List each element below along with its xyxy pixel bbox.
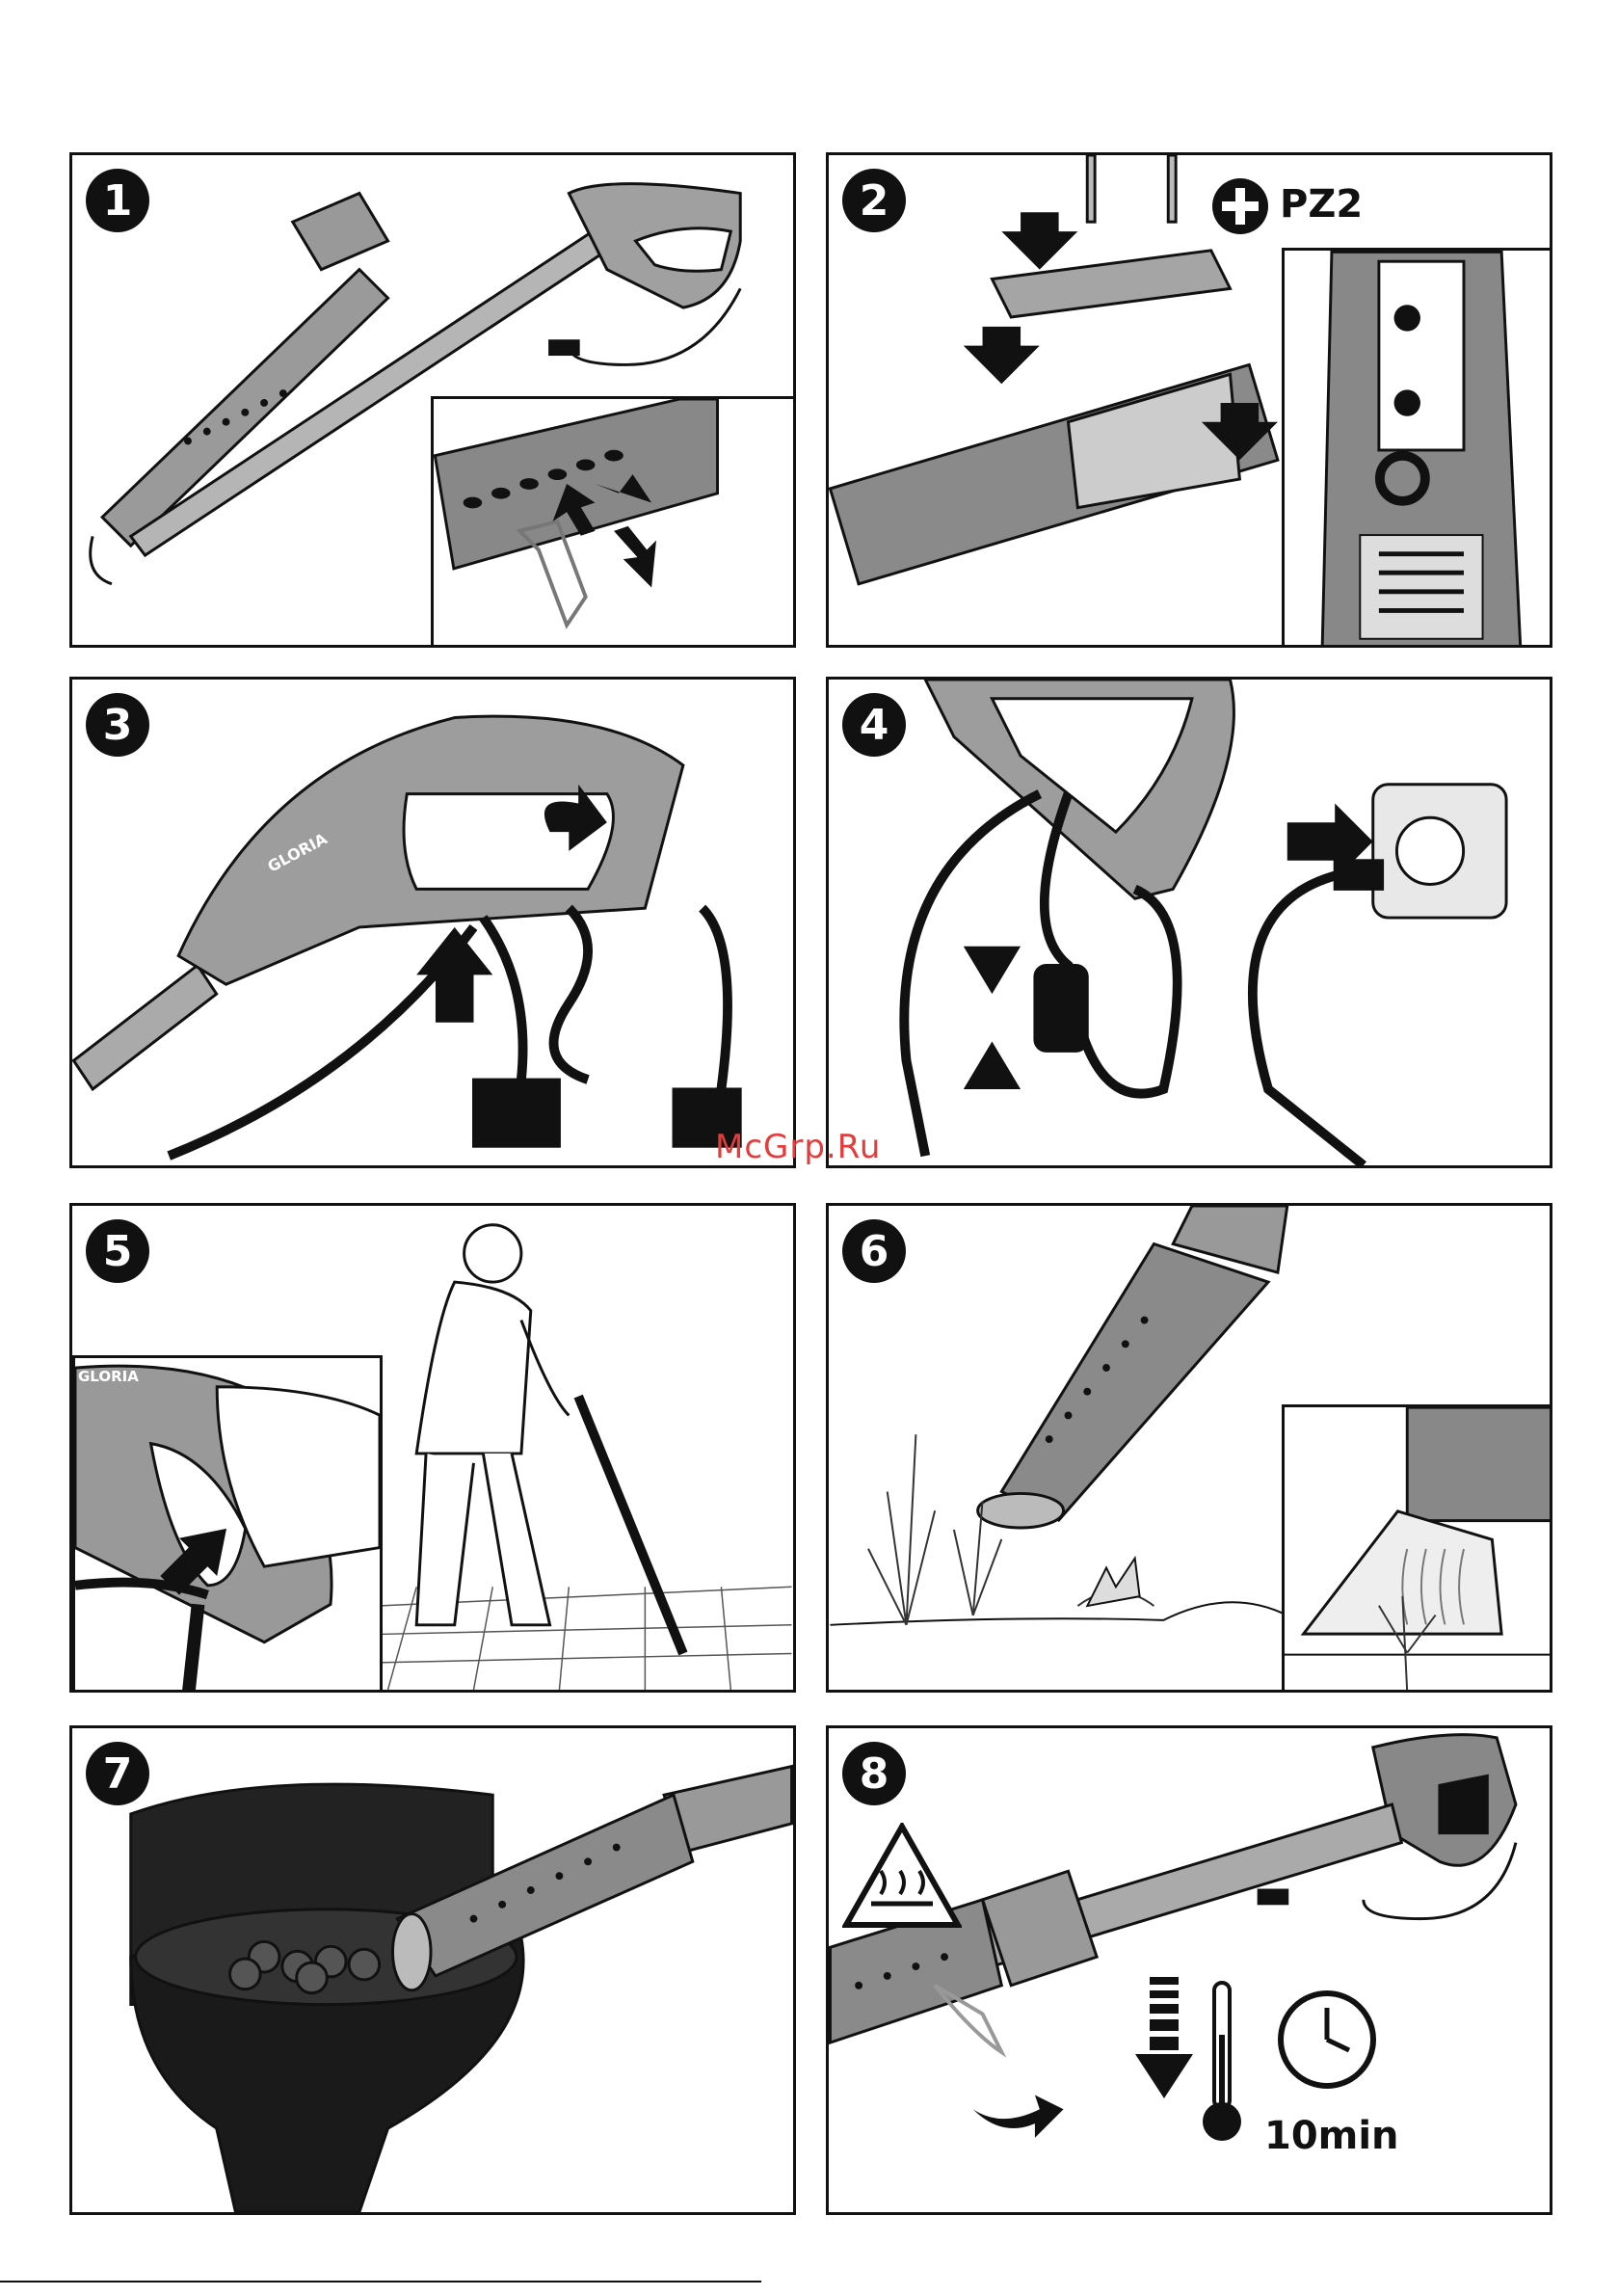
step-5-panel: 5 GLORIA bbox=[69, 1203, 796, 1693]
step-3-panel: 3 GLORIA bbox=[69, 677, 796, 1168]
arrow-icon bbox=[614, 526, 656, 588]
nozzle-detail bbox=[1285, 1407, 1552, 1693]
step-5-detail-inset bbox=[72, 1355, 383, 1693]
step-number: 7 bbox=[86, 1742, 149, 1805]
step-1-panel: 1 bbox=[69, 152, 796, 648]
step-number: 6 bbox=[842, 1219, 906, 1283]
plus-screwdriver-icon bbox=[1210, 176, 1270, 236]
cable-connection-illustration bbox=[72, 680, 793, 1165]
charcoal-lighting-illustration bbox=[72, 1728, 793, 2212]
step-6-panel: 6 bbox=[826, 1203, 1552, 1693]
step-number: 5 bbox=[86, 1219, 149, 1283]
step-number: 1 bbox=[86, 169, 149, 232]
thermometer-icon bbox=[1193, 1977, 1251, 2150]
clock-icon bbox=[1274, 1987, 1380, 2093]
step-8-panel: 8 10min bbox=[826, 1725, 1552, 2215]
arrow-icon bbox=[416, 927, 492, 1023]
brand-label: GLORIA bbox=[78, 1368, 139, 1385]
step-2-panel: 2 PZ2 bbox=[826, 152, 1552, 648]
cool-down-illustration bbox=[829, 1728, 1550, 2212]
step-1-detail-inset bbox=[431, 396, 796, 648]
footer-rule bbox=[0, 2281, 761, 2283]
step-number: 2 bbox=[842, 169, 906, 232]
arrow-icon bbox=[964, 1042, 1021, 1089]
plug-in-illustration bbox=[829, 680, 1550, 1165]
screw-type-label: PZ2 bbox=[1280, 182, 1363, 227]
watermark: McGrp.Ru bbox=[715, 1128, 881, 1166]
handle-screw-detail bbox=[1285, 251, 1552, 648]
step-number: 4 bbox=[842, 693, 906, 757]
hot-surface-warning-icon bbox=[842, 1823, 962, 1929]
arrow-icon bbox=[1135, 1977, 1193, 2102]
step-4-panel: 4 bbox=[826, 677, 1552, 1168]
step-number: 8 bbox=[842, 1742, 906, 1805]
trigger-press-detail bbox=[75, 1358, 380, 1693]
step-6-detail-inset bbox=[1282, 1404, 1552, 1693]
arrow-icon bbox=[973, 2095, 1064, 2137]
step-7-panel: 7 bbox=[69, 1725, 796, 2215]
cool-down-time-label: 10min bbox=[1264, 2114, 1399, 2158]
arrow-icon bbox=[964, 327, 1040, 384]
arrow-icon bbox=[1001, 212, 1077, 269]
arrow-icon bbox=[964, 947, 1021, 994]
step-2-detail-inset bbox=[1282, 248, 1552, 648]
step-number: 3 bbox=[86, 693, 149, 757]
stand-clip-detail bbox=[434, 399, 796, 648]
